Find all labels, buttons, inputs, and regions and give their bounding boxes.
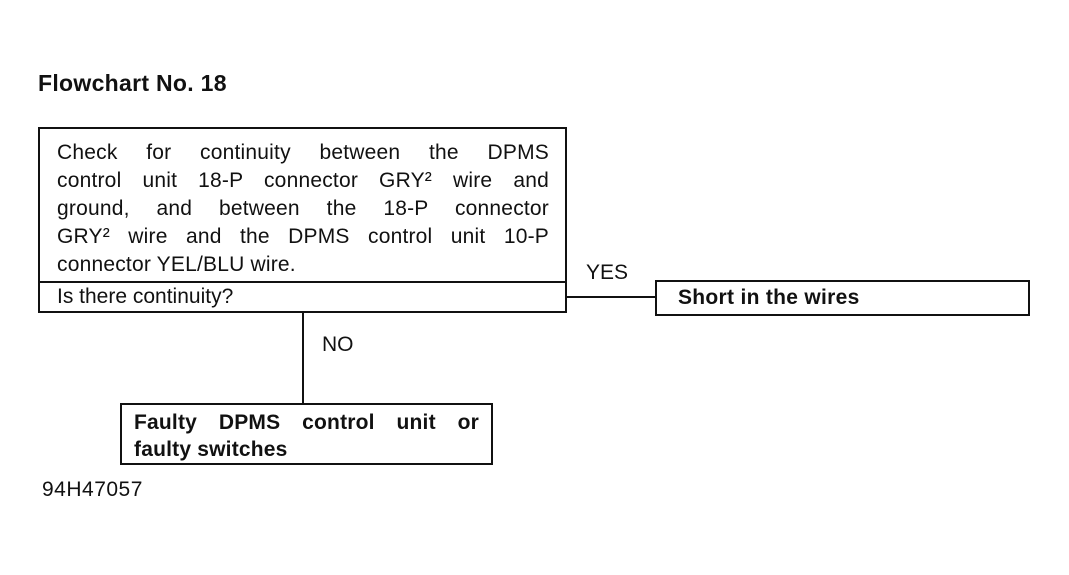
instruction-line-2: control unit 18-P connector GRY² wire an… [57,169,549,192]
instruction-line-4: GRY² wire and the DPMS control unit 10-P [57,225,549,248]
no-branch-label: NO [322,333,354,356]
instruction-line-3: ground, and between the 18-P connector [57,197,549,220]
document-code: 94H47057 [42,478,143,501]
yes-branch-label: YES [586,261,629,284]
no-connector-line [302,313,304,403]
result-box-faulty-unit: Faulty DPMS control unit or faulty switc… [120,403,493,465]
instruction-line-1: Check for continuity between the DPMS [57,141,549,164]
decision-box: Check for continuity between the DPMS co… [38,127,567,313]
result-box-short-in-wires: Short in the wires [655,280,1030,316]
instruction-text: Check for continuity between the DPMS co… [40,129,565,283]
instruction-line-5: connector YEL/BLU wire. [57,253,296,276]
faulty-line-2: faulty switches [134,438,288,461]
question-text: Is there continuity? [40,281,565,311]
yes-connector-line [567,296,655,298]
page-title: Flowchart No. 18 [38,70,227,96]
faulty-line-1: Faulty DPMS control unit or [134,411,479,434]
result-short-text: Short in the wires [678,286,860,309]
